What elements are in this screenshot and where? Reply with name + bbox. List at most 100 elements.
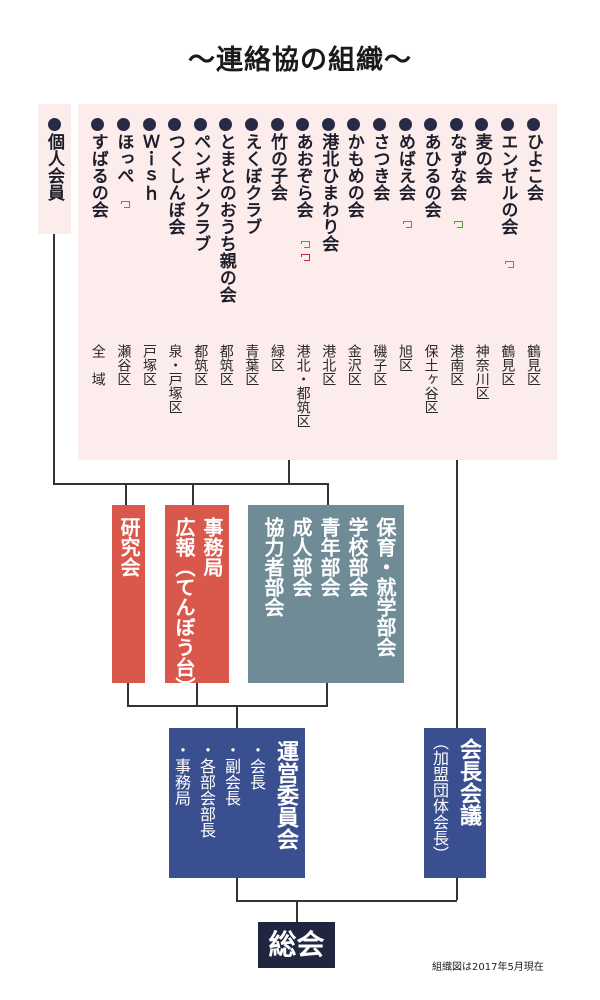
member-group-name: ひよこ会 bbox=[523, 133, 543, 201]
member-group[interactable]: ほっぺ bbox=[113, 118, 133, 184]
member-group-area: 港北区 bbox=[320, 344, 337, 386]
external-link-icon[interactable] bbox=[502, 261, 515, 268]
member-group-name: さつき会 bbox=[369, 133, 390, 201]
bullet-icon bbox=[347, 118, 361, 131]
connector-line bbox=[127, 683, 129, 705]
external-link-icon[interactable] bbox=[451, 221, 464, 228]
research-committee-box: 研究会 bbox=[112, 505, 145, 683]
pr-secretariat-box: 事務局 広報（てんぼう台） bbox=[165, 505, 229, 697]
member-groups-panel bbox=[78, 104, 557, 460]
member-group[interactable]: めばえ会 bbox=[395, 118, 415, 201]
individual-member-label: 個人会員 bbox=[44, 133, 64, 201]
member-group-area: 全 域 bbox=[89, 344, 106, 386]
member-group-name: あおぞら会 bbox=[292, 133, 313, 218]
external-link-icon[interactable] bbox=[297, 254, 310, 261]
divisions-box: 保育・就学部会学校部会青年部会成人部会協力者部会 bbox=[248, 505, 404, 683]
page-title: 〜連絡協の組織〜 bbox=[188, 45, 412, 76]
connector-line bbox=[127, 705, 328, 707]
member-group-name: めばえ会 bbox=[395, 133, 415, 201]
connector-line bbox=[236, 900, 457, 902]
member-group: ペンギンクラブ bbox=[190, 118, 210, 252]
member-group: とまとのおうち親の会 bbox=[216, 118, 236, 303]
member-group-name: とまとのおうち親の会 bbox=[215, 133, 236, 303]
steering-member: ・各部会部長 bbox=[197, 742, 216, 838]
member-group-name: すばるの会 bbox=[87, 133, 108, 218]
member-group-name: えくぼクラブ bbox=[241, 133, 262, 235]
bullet-icon bbox=[244, 118, 258, 131]
presidents-council-box: 会長会議 （加盟団体会長） bbox=[424, 728, 486, 878]
bullet-icon bbox=[219, 118, 233, 131]
research-committee-label: 研究会 bbox=[117, 517, 141, 577]
bullet-icon bbox=[142, 118, 156, 131]
member-group-area: 鶴見区 bbox=[525, 344, 541, 386]
member-group-area: 都筑区 bbox=[217, 344, 234, 386]
member-group-area: 青葉区 bbox=[243, 344, 260, 386]
bullet-icon bbox=[475, 118, 489, 131]
member-group-name: ほっぺ bbox=[113, 133, 134, 184]
member-group-name: なずな会 bbox=[446, 133, 467, 201]
external-link-icon[interactable] bbox=[400, 221, 412, 228]
member-group-name: あひるの会 bbox=[420, 133, 441, 218]
member-group: あひるの会 bbox=[421, 118, 441, 218]
member-group-area: 磯子区 bbox=[371, 344, 388, 386]
member-group: 竹の子会 bbox=[267, 118, 287, 201]
presidents-council-sub: （加盟団体会長） bbox=[430, 734, 449, 862]
member-group: ひよこ会 bbox=[523, 118, 543, 201]
steering-committee-title: 運営委員会 bbox=[273, 740, 298, 850]
steering-committee-box: 運営委員会 ・会長・副会長・各部会部長・事務局 bbox=[169, 728, 305, 878]
member-group-name: Ｗｉｓｈ bbox=[139, 133, 159, 201]
member-group[interactable]: エンゼルの会 bbox=[497, 118, 517, 235]
presidents-council-title: 会長会議 bbox=[456, 738, 481, 826]
bullet-icon bbox=[321, 118, 335, 131]
member-group-area: 神奈川区 bbox=[473, 344, 490, 400]
connector-line bbox=[456, 460, 458, 730]
member-group: 麦の会 bbox=[472, 118, 492, 184]
bullet-icon bbox=[526, 118, 540, 131]
connector-line bbox=[327, 483, 329, 505]
member-group: すばるの会 bbox=[88, 118, 108, 218]
connector-line bbox=[192, 483, 194, 505]
connector-line bbox=[53, 483, 328, 485]
member-group-area: 緑区 bbox=[269, 344, 285, 372]
member-group-name: 港北ひまわり会 bbox=[318, 133, 339, 252]
bullet-icon bbox=[398, 118, 412, 131]
member-group-area: 鶴見区 bbox=[499, 344, 516, 386]
division-label: 青年部会 bbox=[317, 517, 341, 597]
external-link-icon[interactable] bbox=[118, 201, 131, 208]
member-group: さつき会 bbox=[369, 118, 389, 201]
steering-member: ・副会長 bbox=[222, 742, 241, 806]
connector-line bbox=[53, 234, 55, 484]
division-label: 成人部会 bbox=[289, 517, 313, 597]
date-note: 組織図は2017年5月現在 bbox=[432, 962, 544, 973]
member-group-area: 保土ヶ谷区 bbox=[422, 344, 439, 414]
member-group-name: ペンギンクラブ bbox=[190, 133, 211, 252]
division-label: 学校部会 bbox=[345, 517, 369, 597]
member-group[interactable]: なずな会 bbox=[446, 118, 466, 201]
member-group: つくしんぼ会 bbox=[165, 118, 185, 235]
member-group-area: 金沢区 bbox=[345, 344, 362, 386]
member-group: Ｗｉｓｈ bbox=[139, 118, 159, 201]
member-group-name: 竹の子会 bbox=[267, 133, 287, 201]
connector-line bbox=[288, 460, 290, 484]
member-group-area: 旭区 bbox=[397, 344, 413, 372]
bullet-icon bbox=[47, 118, 61, 131]
bullet-icon bbox=[270, 118, 284, 131]
member-group-area: 瀬谷区 bbox=[115, 344, 132, 386]
bullet-icon bbox=[91, 118, 105, 131]
member-group[interactable]: あおぞら会 bbox=[293, 118, 313, 218]
division-label: 協力者部会 bbox=[261, 517, 285, 617]
steering-member: ・事務局 bbox=[172, 742, 191, 806]
bullet-icon bbox=[500, 118, 514, 131]
external-link-icon[interactable] bbox=[297, 241, 310, 248]
bullet-icon bbox=[424, 118, 438, 131]
bullet-icon bbox=[449, 118, 463, 131]
connector-line bbox=[196, 683, 198, 705]
connector-line bbox=[236, 705, 238, 728]
member-group-area: 港北・都筑区 bbox=[294, 344, 311, 428]
bullet-icon bbox=[296, 118, 310, 131]
member-group-name: 麦の会 bbox=[471, 133, 492, 184]
individual-member: 個人会員 bbox=[44, 118, 64, 201]
member-group-area: 泉・戸塚区 bbox=[166, 344, 183, 414]
bullet-icon bbox=[116, 118, 130, 131]
connector-line bbox=[296, 900, 298, 922]
